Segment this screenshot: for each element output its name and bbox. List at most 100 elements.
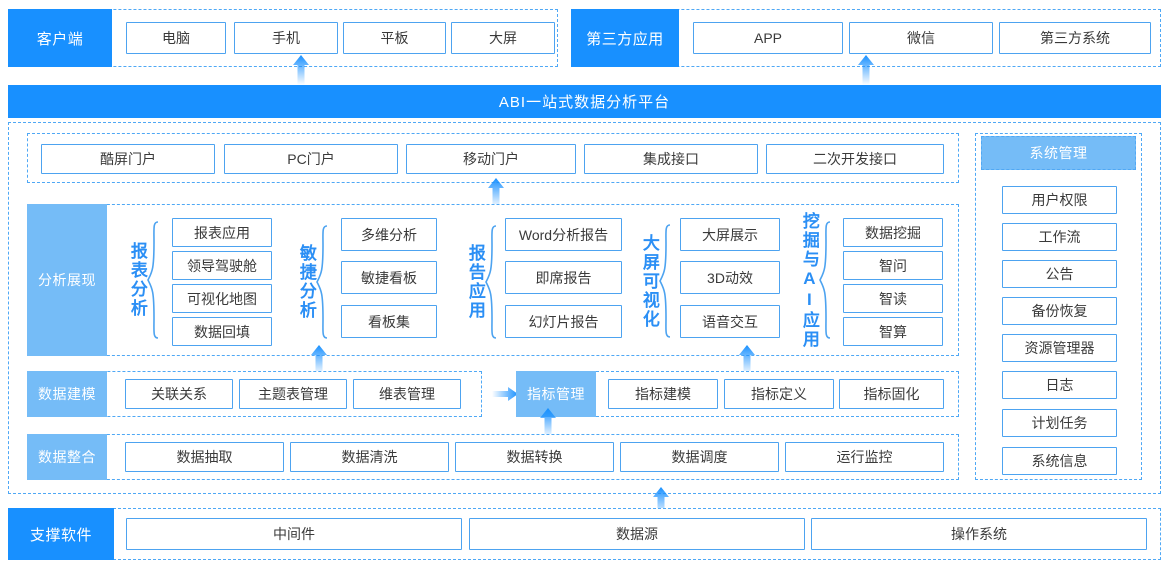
arrow-modeling-to-analysis-icon	[310, 345, 328, 375]
modeling-item-subject-table[interactable]: 主题表管理	[239, 379, 347, 409]
system-item-backup-restore[interactable]: 备份恢复	[1002, 297, 1117, 325]
support-item-os[interactable]: 操作系统	[811, 518, 1147, 550]
portal-item-cool-screen[interactable]: 酷屏门户	[41, 144, 215, 174]
system-item-resource-manager[interactable]: 资源管理器	[1002, 334, 1117, 362]
metric-item-modeling-label: 指标建模	[635, 386, 691, 402]
integration-item-extract[interactable]: 数据抽取	[125, 442, 284, 472]
modeling-item-relations-label: 关联关系	[151, 386, 207, 402]
system-item-resource-manager-label: 资源管理器	[1024, 340, 1095, 356]
analysis-item-leader-cockpit[interactable]: 领导驾驶舱	[172, 251, 272, 280]
arrow-thirdparty-up-icon	[857, 55, 875, 85]
arrow-modeling-to-metric-icon	[492, 386, 518, 402]
analysis-label-text: 分析展现	[38, 272, 96, 288]
portal-item-mobile-label: 移动门户	[463, 151, 519, 167]
analysis-item-smart-read-label: 智读	[879, 290, 907, 307]
analysis-item-visual-map-label: 可视化地图	[187, 290, 257, 307]
analysis-item-agile-board[interactable]: 敏捷看板	[341, 261, 437, 294]
analysis-item-data-mining-label: 数据挖掘	[865, 224, 921, 241]
arrow-metric-to-analysis-icon	[738, 345, 756, 375]
client-item-phone[interactable]: 手机	[234, 22, 338, 54]
analysis-item-adhoc-report-label: 即席报告	[535, 269, 592, 286]
third-party-item-wechat[interactable]: 微信	[849, 22, 993, 54]
brace-icon-3	[484, 224, 497, 340]
portal-item-integration-api-label: 集成接口	[643, 151, 699, 167]
analysis-item-smart-ask-label: 智问	[879, 257, 907, 274]
metric-label-text: 指标管理	[527, 386, 585, 402]
system-item-system-info-label: 系统信息	[1031, 453, 1088, 469]
analysis-item-smart-read[interactable]: 智读	[843, 284, 943, 313]
analysis-item-bigscreen-display-label: 大屏展示	[702, 226, 758, 243]
client-item-phone-label: 手机	[272, 30, 300, 46]
integration-item-clean-label: 数据清洗	[341, 449, 398, 465]
client-row-label: 客户端	[8, 9, 112, 67]
portal-item-pc[interactable]: PC门户	[224, 144, 398, 174]
system-panel-label: 系统管理	[981, 136, 1136, 170]
analysis-label: 分析展现	[27, 204, 107, 356]
system-item-workflow-label: 工作流	[1038, 229, 1081, 245]
modeling-item-relations[interactable]: 关联关系	[125, 379, 233, 409]
analysis-item-visual-map[interactable]: 可视化地图	[172, 284, 272, 313]
integration-row-label-text: 数据整合	[38, 449, 96, 465]
client-item-bigscreen[interactable]: 大屏	[451, 22, 555, 54]
analysis-item-board-set-label: 看板集	[368, 313, 410, 330]
integration-item-transform-label: 数据转换	[506, 449, 563, 465]
modeling-item-dimension-table[interactable]: 维表管理	[353, 379, 461, 409]
system-item-announcement[interactable]: 公告	[1002, 260, 1117, 288]
analysis-item-word-report[interactable]: Word分析报告	[505, 218, 622, 251]
analysis-item-board-set[interactable]: 看板集	[341, 305, 437, 338]
arrow-client-up-icon	[292, 55, 310, 85]
client-item-pc[interactable]: 电脑	[126, 22, 226, 54]
analysis-item-data-writeback[interactable]: 数据回填	[172, 317, 272, 346]
analysis-group-bigscreen-visualization: 大屏可视化	[640, 214, 680, 348]
analysis-group-mining-ai: 挖掘与AI应用	[800, 212, 840, 349]
system-item-log[interactable]: 日志	[1002, 371, 1117, 399]
analysis-item-smart-ask[interactable]: 智问	[843, 251, 943, 280]
support-item-middleware-label: 中间件	[273, 526, 315, 542]
analysis-item-report-app[interactable]: 报表应用	[172, 218, 272, 247]
third-party-item-system[interactable]: 第三方系统	[999, 22, 1151, 54]
analysis-item-voice-interaction[interactable]: 语音交互	[680, 305, 780, 338]
integration-item-monitor[interactable]: 运行监控	[785, 442, 944, 472]
integration-item-schedule[interactable]: 数据调度	[620, 442, 779, 472]
support-item-middleware[interactable]: 中间件	[126, 518, 462, 550]
integration-item-transform[interactable]: 数据转换	[455, 442, 614, 472]
platform-title-text: ABI一站式数据分析平台	[498, 94, 671, 111]
analysis-item-3d-effect-label: 3D动效	[707, 269, 753, 286]
analysis-item-data-mining[interactable]: 数据挖掘	[843, 218, 943, 247]
portal-item-cool-screen-label: 酷屏门户	[100, 151, 156, 167]
support-row-label-text: 支撑软件	[29, 526, 92, 544]
portal-item-dev-api[interactable]: 二次开发接口	[766, 144, 944, 174]
analysis-item-adhoc-report[interactable]: 即席报告	[505, 261, 622, 294]
third-party-item-app[interactable]: APP	[693, 22, 843, 54]
system-item-announcement-label: 公告	[1045, 266, 1074, 282]
third-party-item-system-label: 第三方系统	[1040, 30, 1110, 46]
analysis-item-smart-compute[interactable]: 智算	[843, 317, 943, 346]
analysis-item-slide-report[interactable]: 幻灯片报告	[505, 305, 622, 338]
arrow-support-up-icon	[652, 487, 670, 517]
analysis-item-report-app-label: 报表应用	[194, 224, 250, 241]
brace-icon-5	[818, 220, 831, 340]
portal-item-integration-api[interactable]: 集成接口	[584, 144, 758, 174]
analysis-item-agile-board-label: 敏捷看板	[361, 269, 417, 286]
system-item-user-permission[interactable]: 用户权限	[1002, 186, 1117, 214]
brace-icon-2	[315, 224, 328, 340]
integration-item-clean[interactable]: 数据清洗	[290, 442, 449, 472]
analysis-group-bigscreen-visualization-label: 大屏可视化	[639, 233, 659, 329]
analysis-item-3d-effect[interactable]: 3D动效	[680, 261, 780, 294]
metric-item-modeling[interactable]: 指标建模	[608, 379, 718, 409]
system-item-workflow[interactable]: 工作流	[1002, 223, 1117, 251]
system-item-scheduled-task[interactable]: 计划任务	[1002, 409, 1117, 437]
support-row-label: 支撑软件	[8, 508, 114, 560]
system-item-backup-restore-label: 备份恢复	[1031, 303, 1088, 319]
analysis-group-agile-analysis: 敏捷分析	[297, 218, 337, 346]
client-item-tablet[interactable]: 平板	[343, 22, 446, 54]
portal-item-mobile[interactable]: 移动门户	[406, 144, 576, 174]
analysis-item-multidim-analysis[interactable]: 多维分析	[341, 218, 437, 251]
support-item-os-label: 操作系统	[951, 526, 1007, 542]
support-item-datasource[interactable]: 数据源	[469, 518, 805, 550]
system-item-system-info[interactable]: 系统信息	[1002, 447, 1117, 475]
modeling-row-label: 数据建模	[27, 371, 107, 417]
metric-item-definition[interactable]: 指标定义	[724, 379, 834, 409]
analysis-item-bigscreen-display[interactable]: 大屏展示	[680, 218, 780, 251]
metric-item-solidify[interactable]: 指标固化	[839, 379, 944, 409]
